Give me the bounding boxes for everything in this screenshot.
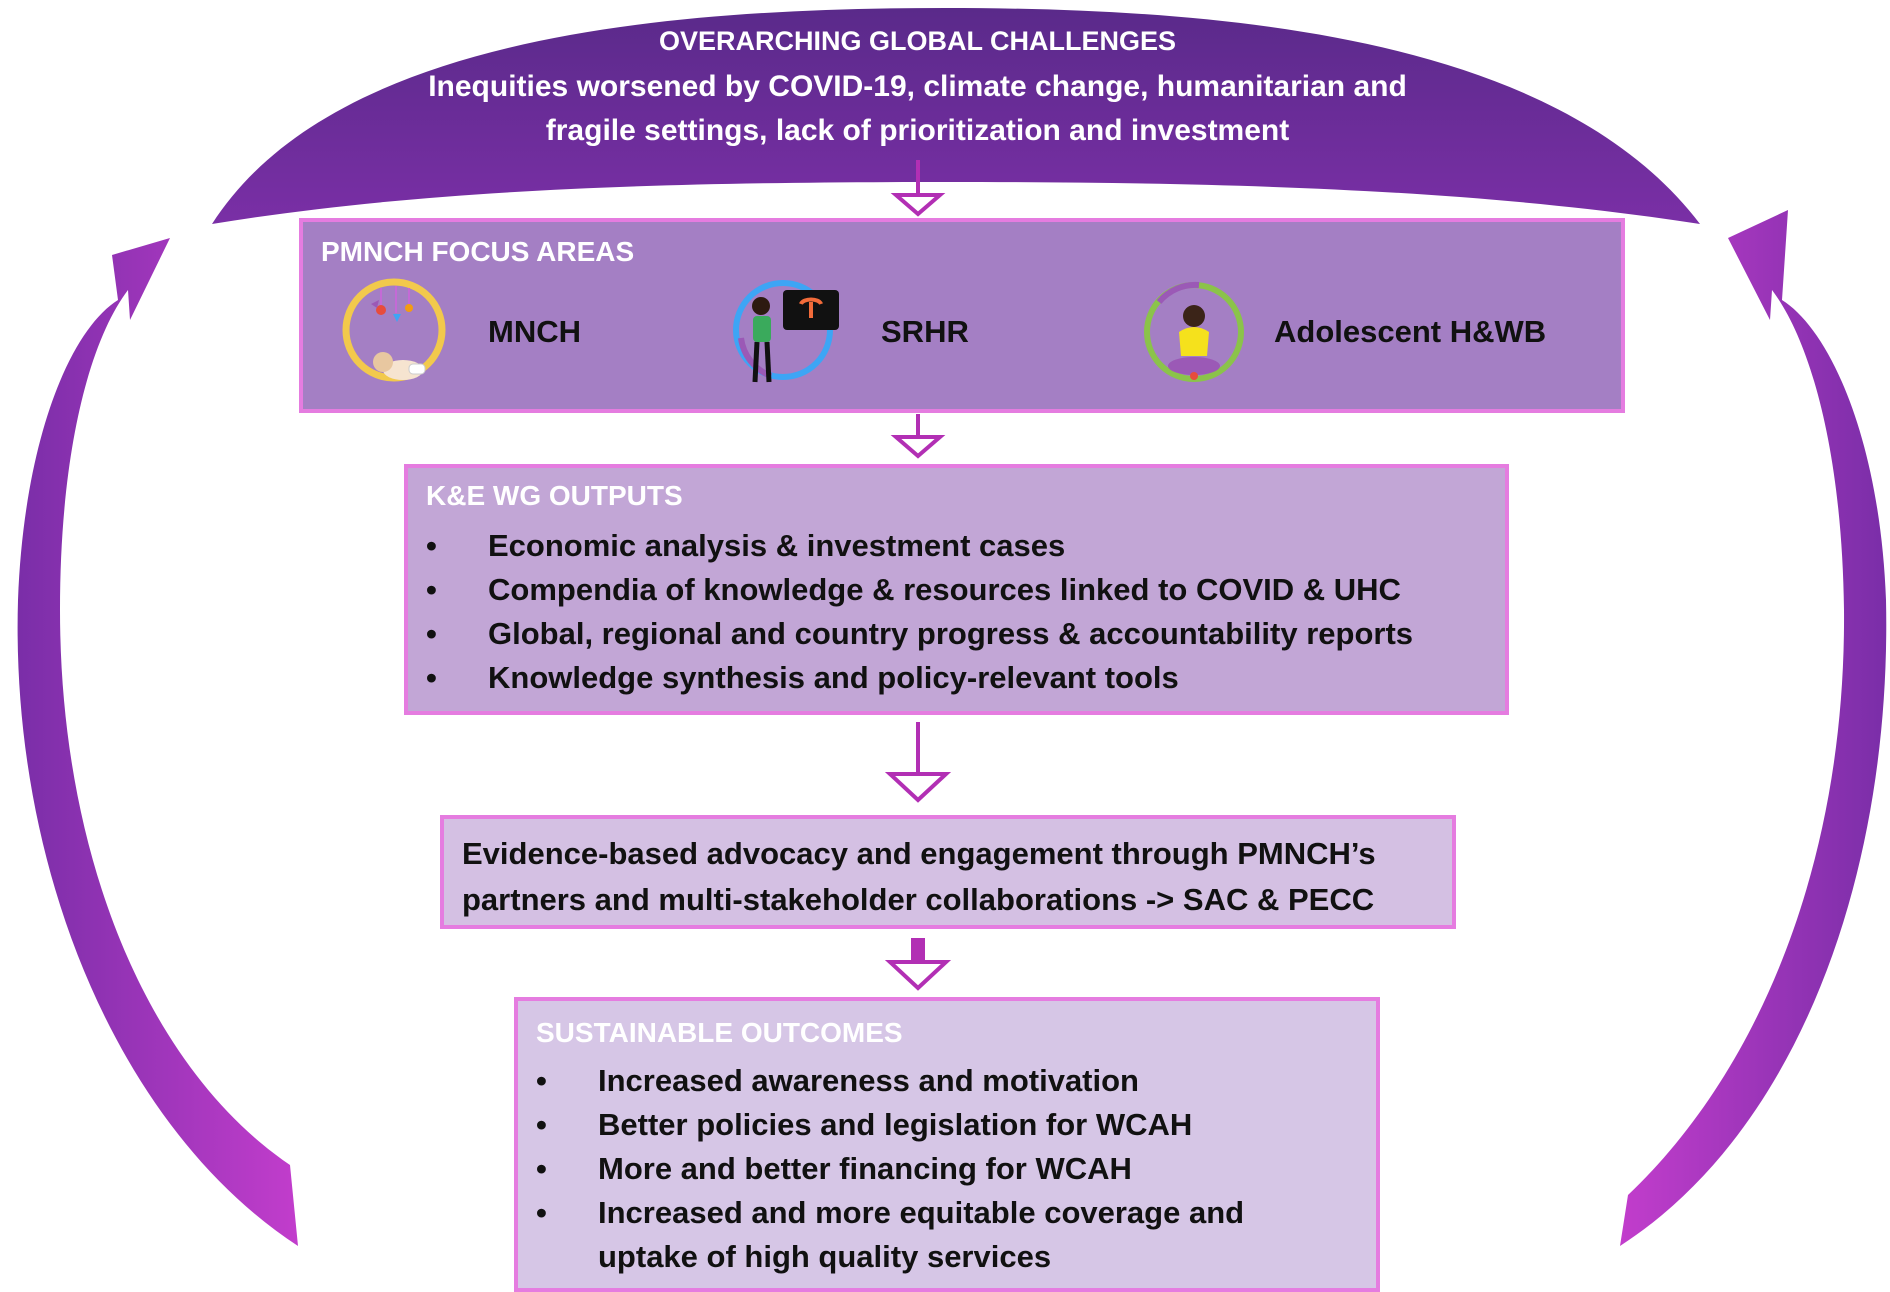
right-curved-arrow: [1620, 210, 1887, 1246]
list-item-text: Better policies and legislation for WCAH: [598, 1107, 1193, 1142]
list-item-text: Global, regional and country progress & …: [488, 616, 1414, 651]
list-item: • Knowledge synthesis and policy-relevant…: [426, 656, 1413, 700]
list-item: • Global, regional and country progress &…: [426, 612, 1414, 656]
left-curved-arrow: [17, 238, 298, 1246]
meditating-girl-icon: [1144, 281, 1244, 382]
header-subtitle-line-2: fragile settings, lack of prioritization…: [545, 114, 1290, 147]
baby-crawling-icon: [342, 278, 446, 382]
focus-area-adolescent: Adolescent H&WB: [1139, 278, 1599, 388]
focus-area-label: SRHR: [881, 314, 969, 349]
bullet-icon: •: [426, 572, 437, 607]
outcomes-title: SUSTAINABLE OUTCOMES: [536, 1017, 903, 1048]
advocacy-line-1: Evidence-based advocacy and engagement t…: [462, 836, 1376, 871]
focus-areas-title: PMNCH FOCUS AREAS: [321, 236, 635, 267]
bullet-icon: •: [426, 616, 437, 651]
connector-arrow-1: [890, 160, 946, 217]
connector-arrow-3: [884, 722, 952, 803]
bullet-icon: •: [536, 1107, 547, 1142]
outputs-list: • Economic analysis & investment cases • C…: [426, 524, 1414, 700]
header-subtitle-line-1: Inequities worsened by COVID-19, climate…: [428, 70, 1407, 103]
connector-arrow-2: [890, 414, 946, 459]
bullet-icon: •: [536, 1151, 547, 1186]
outcomes-list: • Increased awareness and motivation • Bet…: [536, 1059, 1245, 1279]
bullet-icon: •: [426, 660, 437, 695]
connector-arrow-4: [884, 938, 952, 991]
outputs-box: K&E WG OUTPUTS • Economic analysis & inve…: [404, 464, 1509, 715]
list-item: • Economic analysis & investment cases: [426, 524, 1413, 568]
list-item-text: Increased and more equitable coverage an…: [598, 1195, 1245, 1230]
focus-area-label: MNCH: [488, 314, 581, 349]
list-item-text: More and better financing for WCAH: [598, 1151, 1132, 1186]
top-arc-banner: [212, 8, 1700, 224]
focus-area-mnch: MNCH: [341, 278, 671, 388]
list-item-text: Economic analysis & investment cases: [488, 528, 1066, 563]
focus-area-srhr: SRHR: [731, 278, 1051, 388]
list-item-text: Compendia of knowledge & resources linke…: [488, 572, 1401, 607]
list-item-text: Knowledge synthesis and policy-relevant …: [488, 660, 1179, 695]
list-item-text: Increased awareness and motivation: [598, 1063, 1139, 1098]
advocacy-box: Evidence-based advocacy and engagement t…: [440, 815, 1456, 929]
list-item: uptake of high quality services: [598, 1235, 1244, 1279]
advocacy-text: Evidence-based advocacy and engagement t…: [462, 831, 1422, 923]
woman-presenting-icon: [733, 280, 839, 383]
advocacy-line-2: partners and multi-stakeholder collabora…: [462, 882, 1375, 917]
outcomes-box: SUSTAINABLE OUTCOMES • Increased awarenes…: [514, 997, 1380, 1292]
bullet-icon: •: [426, 528, 437, 563]
bullet-icon: •: [536, 1195, 547, 1230]
list-item: • More and better financing for WCAH: [536, 1147, 1244, 1191]
bullet-icon: •: [536, 1063, 547, 1098]
list-item: • Increased awareness and motivation: [536, 1059, 1244, 1103]
list-item: • Increased and more equitable coverage a…: [536, 1191, 1245, 1235]
focus-areas-box: PMNCH FOCUS AREAS MNCH SRHR: [299, 218, 1625, 413]
outputs-title: K&E WG OUTPUTS: [426, 480, 683, 511]
header-title: OVERARCHING GLOBAL CHALLENGES: [658, 26, 1177, 56]
list-item: • Compendia of knowledge & resources link…: [426, 568, 1413, 612]
list-item: • Better policies and legislation for WCA…: [536, 1103, 1244, 1147]
focus-area-label: Adolescent H&WB: [1274, 314, 1547, 349]
list-item-text: uptake of high quality services: [598, 1239, 1052, 1274]
